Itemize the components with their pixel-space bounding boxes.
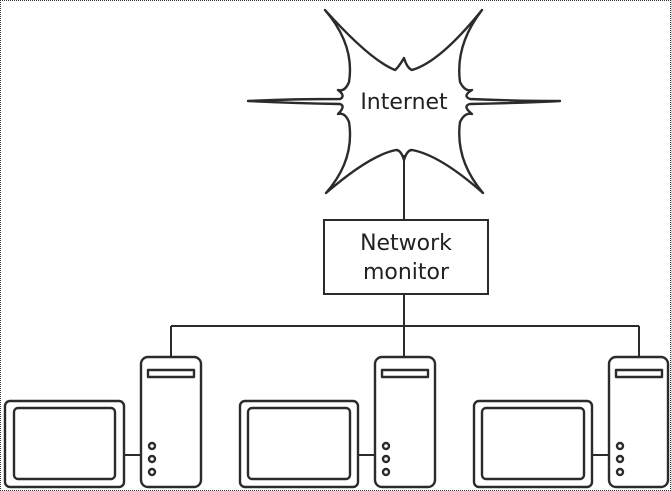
internet-node: Internet	[246, 8, 562, 195]
desktop-computer-icon	[472, 355, 670, 489]
internet-label: Internet	[360, 90, 448, 115]
monitor-screen	[246, 406, 352, 481]
tower-case	[607, 355, 670, 489]
cloud-burst-icon	[246, 8, 562, 195]
network-monitor-box	[323, 219, 489, 295]
monitor-outer	[3, 399, 126, 489]
network-monitor-node: Network monitor	[323, 219, 489, 295]
desktop-computer-icon	[3, 355, 203, 489]
desktop-computer-icon	[238, 355, 437, 489]
drive-bay	[614, 368, 664, 379]
tower-case	[139, 355, 203, 489]
tower-button	[615, 454, 625, 464]
monitor-outer	[238, 399, 360, 489]
drive-bay	[146, 368, 196, 379]
monitor-screen	[12, 406, 117, 481]
tower-button	[615, 441, 625, 451]
drive-bay	[380, 368, 430, 379]
tower-button	[147, 454, 157, 464]
tower-button	[147, 467, 157, 477]
tower-case	[373, 355, 437, 489]
monitor-screen	[480, 406, 586, 481]
computer-2	[238, 355, 437, 489]
tower-button	[381, 454, 391, 464]
tower-button	[615, 467, 625, 477]
monitor-outer	[472, 399, 594, 489]
tower-button	[381, 441, 391, 451]
network-monitor-label-line2: monitor	[363, 260, 450, 285]
network-monitor-label-line1: Network	[360, 231, 452, 256]
tower-button	[381, 467, 391, 477]
computer-1	[3, 355, 203, 489]
computer-3	[472, 355, 670, 489]
tower-button	[147, 441, 157, 451]
